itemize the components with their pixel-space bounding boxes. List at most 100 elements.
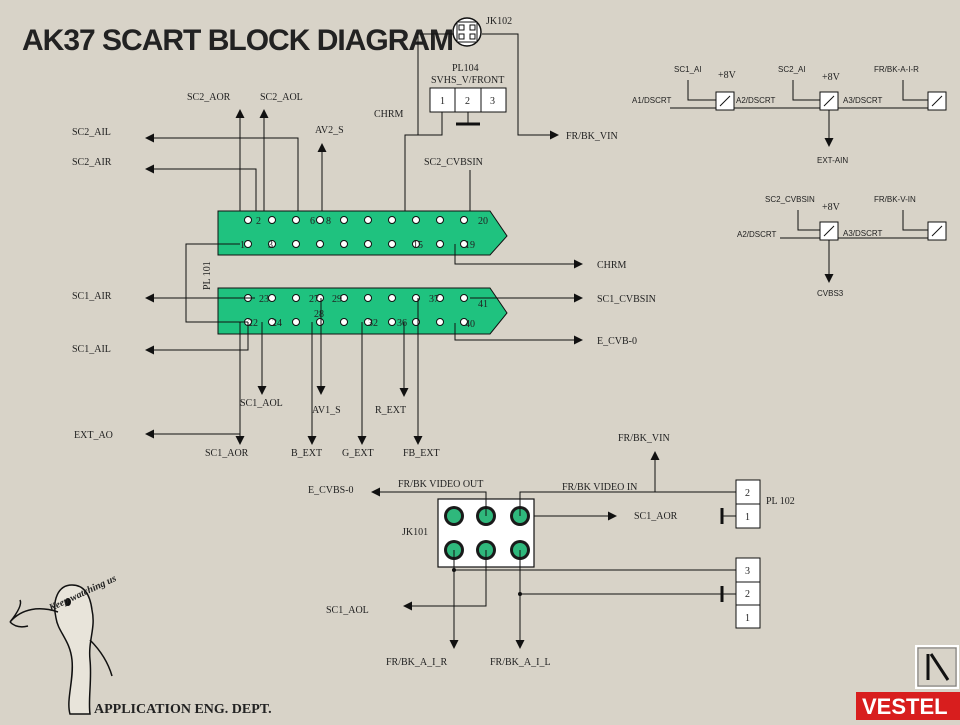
fr-bk-a-i-r-label: FR/BK-A-I-R <box>874 65 919 74</box>
pl103-pin: 1 <box>745 613 750 624</box>
audio-switch-block: SC1_AI SC2_AI FR/BK-A-I-R +8V +8V A1/DSC… <box>632 65 947 165</box>
pin-hole <box>340 216 348 224</box>
ext-ain-label: EXT-AIN <box>817 156 848 165</box>
e-cvb0-label: E_CVB-0 <box>597 336 637 347</box>
scart-pin-number: 1 <box>240 240 245 251</box>
sc1-ai-label: SC1_AI <box>674 65 702 74</box>
pl104-pin: 1 <box>440 96 445 107</box>
fr-bk-video-out-label: FR/BK VIDEO OUT <box>398 479 483 490</box>
sc1-aor-label: SC1_AOR <box>205 448 249 459</box>
pin-hole <box>364 216 372 224</box>
pin-hole <box>340 294 348 302</box>
r-ext-label: R_EXT <box>375 405 406 416</box>
pin-hole <box>316 318 324 326</box>
sc1-aol-label: SC1_AOL <box>240 398 283 409</box>
scart-pin-number: 20 <box>478 216 488 227</box>
brand-name: VESTEL <box>862 694 948 719</box>
pin-hole <box>268 240 276 248</box>
cvbs3-label: CVBS3 <box>817 289 844 298</box>
fb-ext-label: FB_EXT <box>403 448 440 459</box>
chrm-top-label: CHRM <box>374 109 404 120</box>
v8-label: +8V <box>822 202 841 213</box>
scart-pin-number: 23 <box>259 294 269 305</box>
pl104-connector: PL104 SVHS_V/FRONT 1 2 3 <box>429 63 507 126</box>
pl103-connector: 3 2 1 <box>720 557 761 629</box>
pin-hole <box>340 240 348 248</box>
jk102-connector: JK102 <box>452 16 512 47</box>
scart-pin-number: 3 <box>268 240 273 251</box>
scart-pin-number: 37 <box>429 294 439 305</box>
v8-label: +8V <box>822 72 841 83</box>
footer-dept: APPLICATION ENG. DEPT. <box>94 702 272 717</box>
fr-bk-video-in-label: FR/BK VIDEO IN <box>562 482 637 493</box>
page-title: AK37 SCART BLOCK DIAGRAM <box>22 24 453 57</box>
pl104-label: PL104 <box>452 63 479 74</box>
pin-hole <box>316 216 324 224</box>
scart-pin-number: 24 <box>272 318 282 329</box>
jk102-label: JK102 <box>486 16 512 27</box>
pin-hole <box>268 216 276 224</box>
pl101-label: PL 101 <box>202 261 213 290</box>
video-switch-block: SC2_CVBSIN FR/BK-V-IN +8V A2/DSCRT A3/DS… <box>737 195 947 298</box>
pin-hole <box>436 294 444 302</box>
scart-pin-number: 32 <box>368 318 378 329</box>
chrm-right-label: CHRM <box>597 260 627 271</box>
pl102-pin: 2 <box>745 488 750 499</box>
g-ext-label: G_EXT <box>342 448 374 459</box>
pl102-connector: 2 1 PL 102 <box>720 479 795 529</box>
pin-hole <box>436 240 444 248</box>
scart-pin-number: 36 <box>397 318 407 329</box>
ext-ao-label: EXT_AO <box>74 430 113 441</box>
pin-hole <box>436 318 444 326</box>
scart-pin-number: 29 <box>332 294 342 305</box>
scart-pin-number: 28 <box>314 309 324 320</box>
pin-hole <box>364 240 372 248</box>
pin-hole <box>412 216 420 224</box>
pin-hole <box>316 294 324 302</box>
pin-hole <box>292 216 300 224</box>
sc2-aol-label: SC2_AOL <box>260 92 303 103</box>
scart-pin-number: 19 <box>465 240 475 251</box>
scart-pin-number: 27 <box>309 294 319 305</box>
pin-hole <box>364 318 372 326</box>
a3-dscrt-label: A3/DSCRT <box>843 229 883 238</box>
sc2-air-label: SC2_AIR <box>72 157 112 168</box>
scart-pin-number: 15 <box>413 240 423 251</box>
sc1-cvbsin-label: SC1_CVBSIN <box>597 294 656 305</box>
pin-hole <box>412 240 420 248</box>
pl104-pin: 2 <box>465 96 470 107</box>
end-slide-icon[interactable] <box>915 645 959 689</box>
a2-dscrt-label: A2/DSCRT <box>736 96 776 105</box>
sc2-ai-label: SC2_AI <box>778 65 806 74</box>
e-cvbs0-label: E_CVBS-0 <box>308 485 354 496</box>
pl103-pin: 2 <box>745 589 750 600</box>
pin-hole <box>268 318 276 326</box>
pl102-label: PL 102 <box>766 496 795 507</box>
sc1-aor-low-label: SC1_AOR <box>634 511 678 522</box>
sc2-ail-label: SC2_AIL <box>72 127 111 138</box>
pin-hole <box>268 294 276 302</box>
pin-hole <box>460 294 468 302</box>
rca-jack-center <box>447 509 461 523</box>
pin-hole <box>316 240 324 248</box>
fr-bk-vin-low-label: FR/BK_VIN <box>618 433 670 444</box>
av1-s-label: AV1_S <box>312 405 341 416</box>
pl102-pin: 1 <box>745 512 750 523</box>
fr-bk-a-i-l-low-label: FR/BK_A_I_L <box>490 657 551 668</box>
pin-hole <box>292 240 300 248</box>
pin-hole <box>292 318 300 326</box>
scart-pin-number: 8 <box>326 216 331 227</box>
pin-hole <box>292 294 300 302</box>
sc1-ail-label: SC1_AIL <box>72 344 111 355</box>
pin-hole <box>364 294 372 302</box>
pin-hole <box>388 318 396 326</box>
sc2-aor-label: SC2_AOR <box>187 92 231 103</box>
scart-pin-number: 6 <box>310 216 315 227</box>
pl104-sublabel: SVHS_V/FRONT <box>431 75 504 86</box>
vestel-logo: VESTEL <box>856 692 960 720</box>
a3-dscrt-label: A3/DSCRT <box>843 96 883 105</box>
